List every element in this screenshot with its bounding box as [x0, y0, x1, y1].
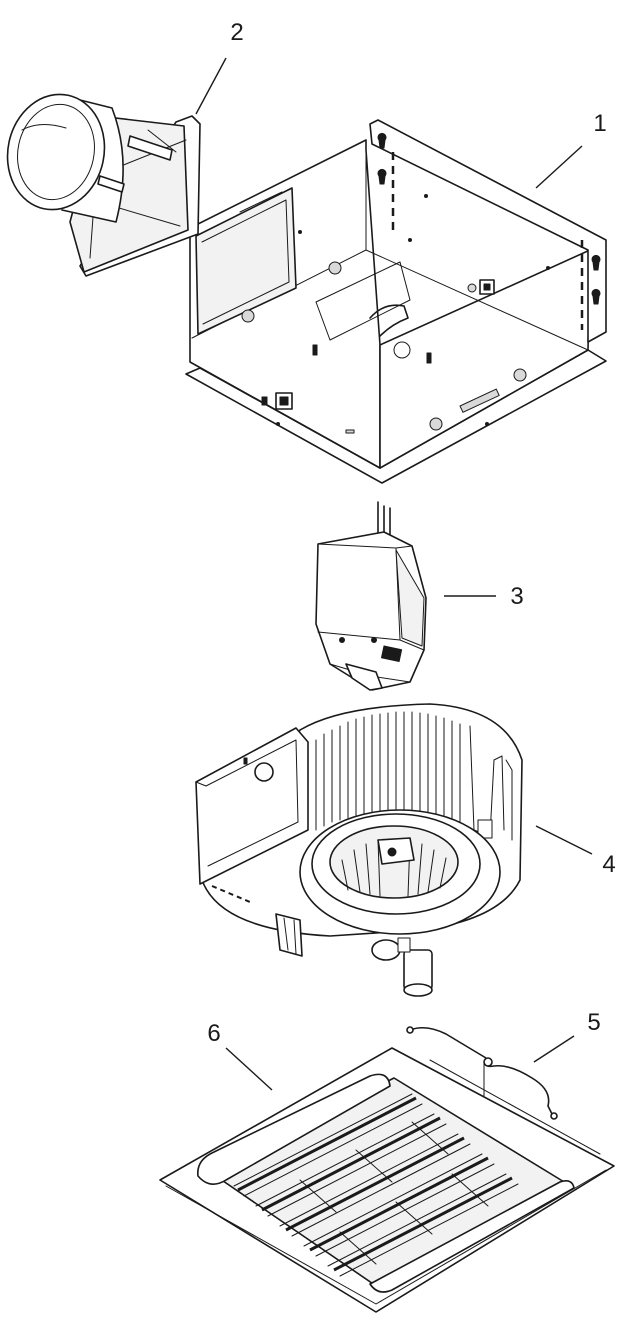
callout-5: 5 [587, 1009, 600, 1036]
grille-spring-part [406, 1026, 558, 1120]
callout-1: 1 [593, 110, 606, 137]
duct-connector-part [6, 93, 201, 277]
callout-6: 6 [207, 1020, 220, 1047]
callout-3: 3 [510, 583, 523, 610]
callout-4: 4 [602, 851, 615, 878]
callout-2: 2 [230, 19, 243, 46]
housing-part [185, 119, 607, 484]
leader-lines [195, 57, 593, 1091]
receptacle-box-part [315, 501, 427, 691]
blower-assembly-part [195, 703, 523, 997]
grille-part [159, 1047, 615, 1313]
